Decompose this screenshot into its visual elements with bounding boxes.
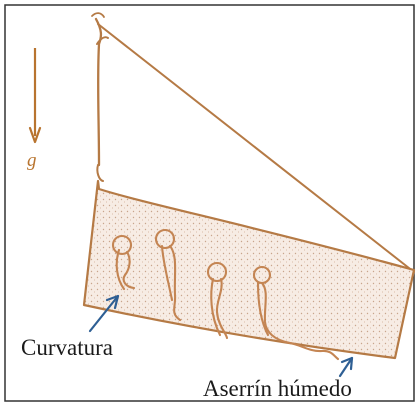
wet-sawdust-label: Aserrín húmedo xyxy=(203,376,352,402)
pointer-arrow-icon xyxy=(340,358,352,376)
gravity-arrow-icon xyxy=(30,48,40,142)
curvature-label: Curvatura xyxy=(21,335,113,361)
sawdust-basket xyxy=(84,181,414,358)
gravity-label: g xyxy=(27,150,37,172)
